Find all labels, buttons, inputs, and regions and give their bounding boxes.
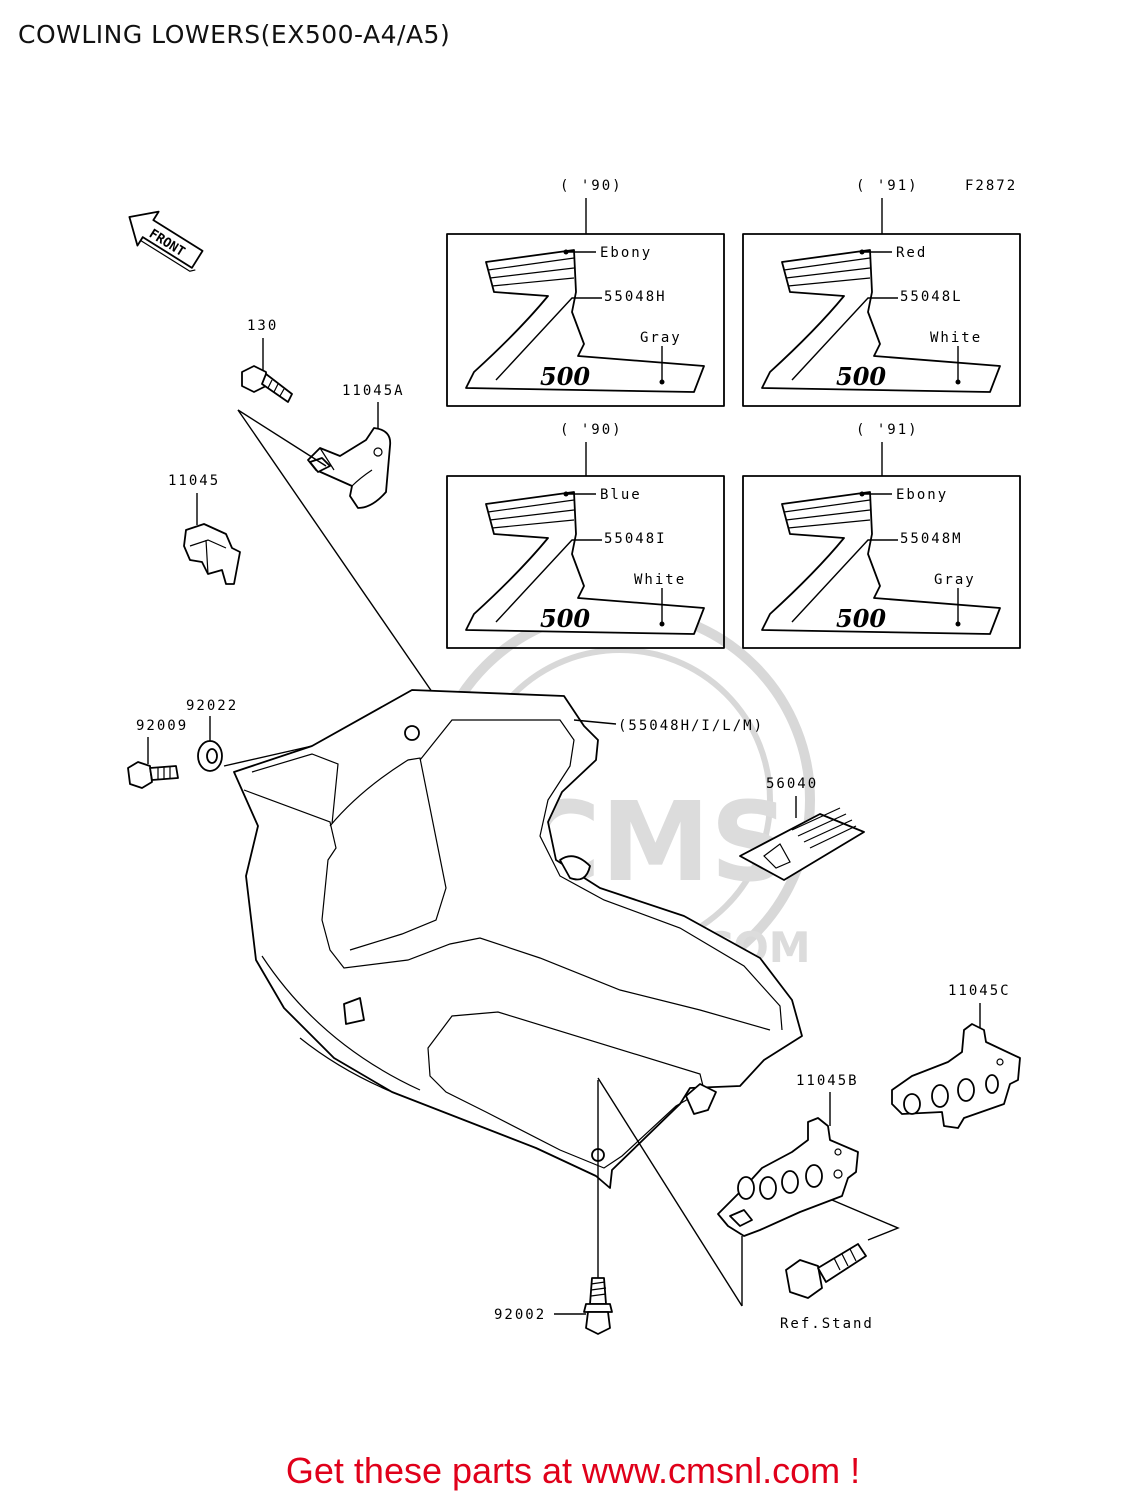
ref-stand-bolt: Ref.Stand [780, 1243, 874, 1332]
decal-badge-500: 500 [540, 362, 590, 391]
bracket-11045B: 11045B [717, 1073, 859, 1237]
decal-bottom-color: White [634, 572, 686, 588]
callout-92002: 92002 [494, 1307, 546, 1323]
decal-bottom-color: White [930, 330, 982, 346]
callout-11045B: 11045B [796, 1073, 859, 1089]
callout-56040: 56040 [766, 776, 818, 792]
decal-panel-3: ( '90) 500 Blue 55048I White [446, 422, 725, 649]
lower-cowling-55048: (55048H/I/L/M) [233, 689, 803, 1189]
callout-11045A: 11045A [342, 383, 405, 399]
decal-top-color: Ebony [896, 487, 948, 503]
bolt-130: 130 [241, 318, 293, 403]
figure-code: F2872 [965, 178, 1017, 194]
decal-panel-4: ( '91) 500 Ebony 55048M Gray [742, 422, 1021, 649]
decal-badge-500: 500 [836, 604, 886, 633]
footer-promo-text[interactable]: Get these parts at www.cmsnl.com ! [285, 1450, 861, 1491]
callout-92009: 92009 [136, 718, 188, 734]
decal-panel-2: ( '91) 500 Red 55048L White [742, 178, 1021, 407]
decal-panel-year: ( '90) [560, 422, 623, 438]
callout-92022: 92022 [186, 698, 238, 714]
decal-top-color: Ebony [600, 245, 652, 261]
callout-55048: (55048H/I/L/M) [618, 718, 764, 734]
bolt-92009: 92009 [127, 718, 188, 789]
decal-top-color: Blue [600, 487, 642, 503]
callout-130: 130 [247, 318, 278, 334]
ref-stand-label: Ref.Stand [780, 1316, 874, 1332]
callout-11045C: 11045C [948, 983, 1011, 999]
decal-panel-year: ( '91) [856, 178, 919, 194]
decal-panel-year: ( '90) [560, 178, 623, 194]
decal-panel-year: ( '91) [856, 422, 919, 438]
callout-11045: 11045 [168, 473, 220, 489]
label-56040: 56040 [739, 776, 865, 881]
decal-badge-500: 500 [836, 362, 886, 391]
decal-part-number: 55048H [604, 289, 667, 305]
decal-bottom-color: Gray [640, 330, 682, 346]
front-arrow-icon: FRONT [128, 210, 204, 272]
bracket-11045C: 11045C [891, 983, 1021, 1129]
decal-part-number: 55048L [900, 289, 963, 305]
washer-92022: 92022 [186, 698, 238, 772]
decal-badge-500: 500 [540, 604, 590, 633]
page-title: COWLING LOWERS(EX500-A4/A5) [18, 20, 451, 49]
decal-top-color: Red [896, 245, 927, 261]
decal-part-number: 55048I [604, 531, 667, 547]
decal-part-number: 55048M [900, 531, 963, 547]
decal-panel-1: ( '90) 500 Ebony 55048H Gray [446, 178, 725, 407]
clip-11045: 11045 [168, 473, 241, 585]
bracket-11045A: 11045A [307, 383, 405, 509]
bolt-92002: 92002 [494, 1080, 613, 1335]
decal-bottom-color: Gray [934, 572, 976, 588]
